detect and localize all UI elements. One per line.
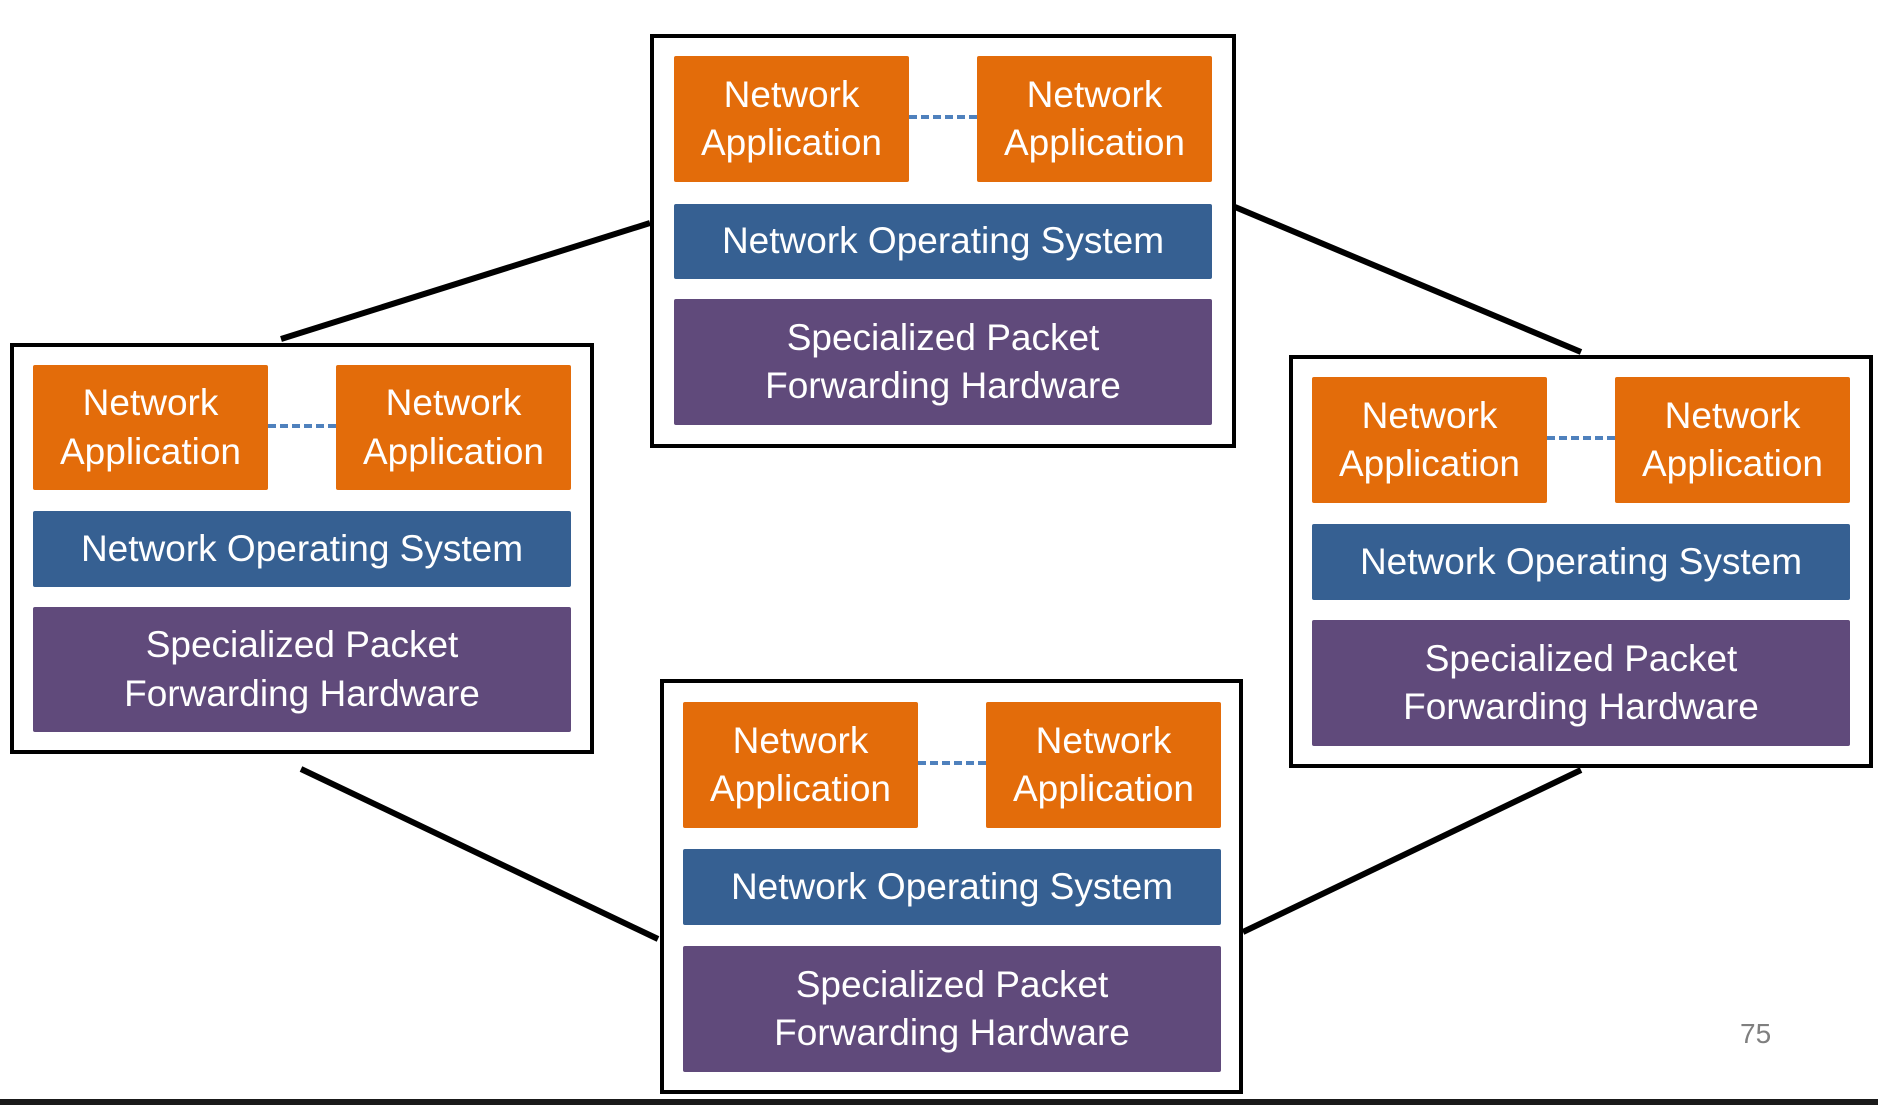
hardware-label: Specialized Packet Forwarding Hardware — [765, 316, 1121, 406]
network-application-right: Network Application — [977, 56, 1212, 182]
network-operating-system: Network Operating System — [683, 849, 1221, 925]
packet-forwarding-hardware: Specialized Packet Forwarding Hardware — [674, 299, 1212, 425]
app-label: Network Application — [59, 382, 241, 472]
network-application-right: Network Application — [1615, 377, 1850, 503]
switch-node-top: Network Application Network Application … — [650, 34, 1236, 448]
switch-node-left: Network Application Network Application … — [10, 343, 594, 754]
network-application-left: Network Application — [33, 365, 268, 490]
network-operating-system: Network Operating System — [674, 204, 1212, 279]
network-application-left: Network Application — [1312, 377, 1547, 503]
app-label: Network Application — [709, 719, 891, 809]
os-label: Network Operating System — [80, 527, 524, 569]
hardware-label: Specialized Packet Forwarding Hardware — [774, 963, 1130, 1053]
app-label: Network Application — [1012, 719, 1194, 809]
app-label: Network Application — [1003, 73, 1185, 163]
app-label: Network Application — [700, 73, 882, 163]
app-link-dashed — [1547, 436, 1615, 440]
footer-bar — [0, 1099, 1878, 1105]
app-label: Network Application — [1641, 394, 1823, 484]
link-left-top — [280, 220, 651, 342]
packet-forwarding-hardware: Specialized Packet Forwarding Hardware — [33, 607, 571, 732]
packet-forwarding-hardware: Specialized Packet Forwarding Hardware — [683, 946, 1221, 1072]
packet-forwarding-hardware: Specialized Packet Forwarding Hardware — [1312, 620, 1850, 746]
network-operating-system: Network Operating System — [33, 511, 571, 587]
app-link-dashed — [909, 115, 977, 119]
switch-node-right: Network Application Network Application … — [1289, 355, 1873, 768]
os-label: Network Operating System — [1359, 540, 1803, 582]
switch-node-bottom: Network Application Network Application … — [660, 679, 1243, 1094]
network-application-right: Network Application — [336, 365, 571, 490]
network-application-left: Network Application — [683, 702, 918, 828]
link-right-bottom — [1241, 767, 1583, 935]
app-link-dashed — [918, 761, 986, 765]
app-label: Network Application — [362, 382, 544, 472]
app-link-dashed — [268, 424, 336, 428]
network-application-right: Network Application — [986, 702, 1221, 828]
hardware-label: Specialized Packet Forwarding Hardware — [1403, 637, 1759, 727]
network-application-left: Network Application — [674, 56, 909, 182]
link-left-bottom — [299, 766, 660, 942]
link-top-right — [1233, 204, 1583, 355]
hardware-label: Specialized Packet Forwarding Hardware — [124, 624, 480, 714]
os-label: Network Operating System — [721, 220, 1165, 262]
os-label: Network Operating System — [730, 865, 1174, 907]
app-label: Network Application — [1338, 394, 1520, 484]
network-operating-system: Network Operating System — [1312, 524, 1850, 600]
page-number: 75 — [1740, 1018, 1772, 1049]
